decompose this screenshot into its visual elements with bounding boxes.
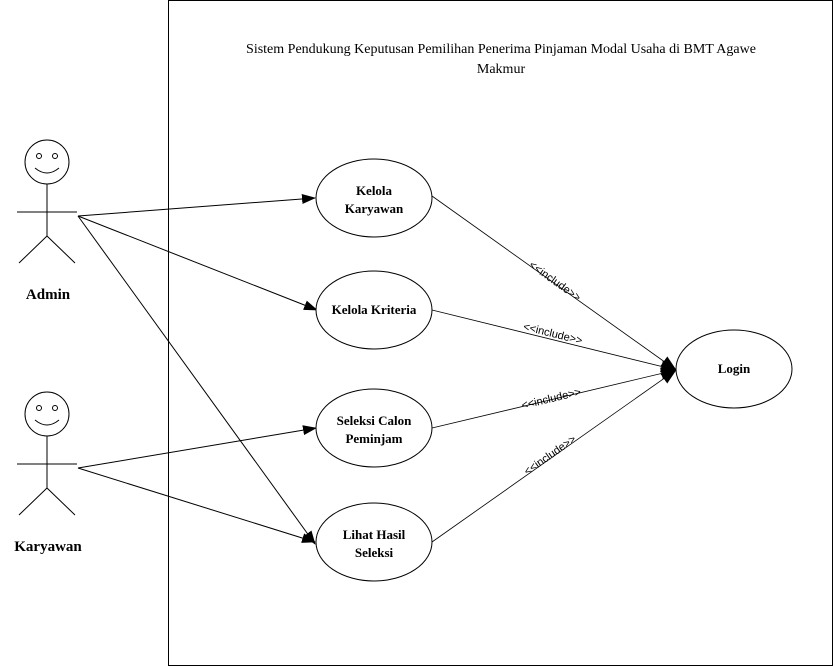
assoc-admin-kelola-kriteria — [77, 215, 318, 311]
svg-text:Kelola Kriteria: Kelola Kriteria — [332, 302, 417, 317]
include-label-2: <<include>> — [522, 321, 584, 347]
svg-text:Peminjam: Peminjam — [345, 431, 402, 446]
assoc-karyawan-lihat-hasil — [77, 467, 316, 543]
svg-text:Kelola: Kelola — [356, 183, 393, 198]
svg-text:Seleksi Calon: Seleksi Calon — [337, 413, 413, 428]
include-line-seleksi — [431, 367, 677, 429]
actor-karyawan-head — [24, 391, 70, 437]
assoc-admin-lihat-hasil — [77, 215, 316, 545]
include-label-3: <<include>> — [520, 386, 582, 412]
system-boundary — [168, 0, 833, 666]
assoc-karyawan-seleksi — [77, 425, 317, 469]
include-line-kelola-karyawan — [431, 195, 677, 371]
svg-text:Lihat Hasil: Lihat Hasil — [343, 527, 406, 542]
system-title-line1: Sistem Pendukung Keputusan Pemilihan Pen… — [246, 42, 756, 57]
system-title-line2: Makmur — [477, 62, 526, 77]
use-case-login: Login — [675, 329, 793, 409]
include-label-1: <<include>> — [527, 259, 583, 304]
include-label-4: <<include>> — [522, 433, 578, 478]
include-line-lihat-hasil — [431, 369, 677, 543]
svg-text:Login: Login — [718, 361, 751, 376]
associations — [77, 193, 318, 545]
use-case-kelola-karyawan: Kelola Karyawan — [315, 158, 433, 238]
use-case-lihat-hasil-seleksi: Lihat Hasil Seleksi — [315, 502, 433, 582]
include-relations — [431, 195, 677, 543]
svg-text:Karyawan: Karyawan — [345, 201, 404, 216]
svg-text:Seleksi: Seleksi — [355, 545, 394, 560]
actor-admin-head — [24, 139, 70, 185]
actor-admin-label: Admin — [26, 287, 71, 303]
actor-admin — [17, 139, 77, 264]
include-line-kelola-kriteria — [431, 309, 677, 373]
actor-karyawan — [17, 391, 77, 516]
use-case-seleksi-calon-peminjam: Seleksi Calon Peminjam — [315, 388, 433, 468]
assoc-admin-kelola-karyawan — [77, 193, 316, 217]
actor-karyawan-label: Karyawan — [14, 539, 82, 555]
use-case-kelola-kriteria: Kelola Kriteria — [315, 270, 433, 350]
